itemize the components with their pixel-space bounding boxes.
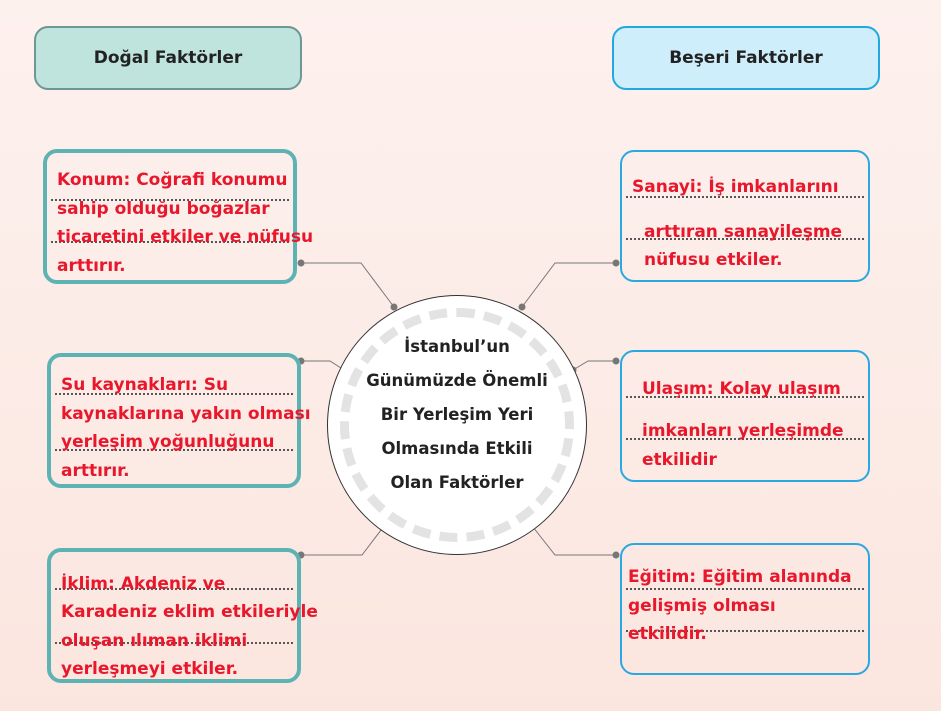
center-line: Günümüzde Önemli (366, 371, 548, 390)
answer-line: etkilidir (642, 450, 717, 470)
answer-line: Eğitim: Eğitim alanında (628, 567, 852, 587)
answer-line: yerleşim yoğunluğunu (61, 432, 275, 452)
center-line: Olan Faktörler (390, 473, 524, 492)
dashed-ring (340, 308, 574, 542)
answer-line: Karadeniz eklim etkileriyle (61, 602, 318, 622)
human-factor-box-education: Eğitim: Eğitim alanında gelişmiş olması … (620, 543, 870, 675)
human-factor-box-industry: Sanayi: İş imkanlarını arttıran sanayile… (620, 150, 870, 282)
answer-line: gelişmiş olması (628, 596, 776, 616)
answer-line: Sanayi: İş imkanlarını (632, 177, 839, 197)
center-line: Olmasında Etkili (381, 439, 533, 458)
answer-line: arttırır. (61, 461, 130, 481)
human-factor-box-transport: Ulaşım: Kolay ulaşım imkanları yerleşimd… (620, 350, 870, 482)
answer-line: ticaretini etkiler ve nüfusu (57, 227, 314, 247)
answer-line: arttıran sanayileşme (644, 222, 843, 242)
answer-line: imkanları yerleşimde (642, 421, 844, 441)
answer-line: kaynaklarına yakın olması (61, 404, 311, 424)
header-natural-factors: Doğal Faktörler (34, 26, 302, 90)
central-topic-circle: İstanbul’un Günümüzde Önemli Bir Yerleşi… (327, 295, 587, 555)
answer-line: oluşan ılıman iklimi (61, 631, 248, 651)
answer-line: etkilidir. (628, 624, 707, 644)
answer-line: nüfusu etkiler. (644, 250, 783, 270)
center-line: İstanbul’un (404, 337, 510, 356)
answer-line: Su kaynakları: Su (61, 375, 229, 395)
central-topic-text: İstanbul’un Günümüzde Önemli Bir Yerleşi… (328, 330, 586, 500)
header-label: Beşeri Faktörler (669, 48, 823, 68)
answer-line: Konum: Coğrafi konumu (57, 170, 288, 190)
answer-line: yerleşmeyi etkiler. (61, 659, 239, 679)
header-label: Doğal Faktörler (93, 48, 243, 68)
answer-line: Ulaşım: Kolay ulaşım (642, 379, 841, 399)
natural-factor-box-climate: İklim: Akdeniz ve Karadeniz eklim etkile… (47, 548, 318, 683)
answer-line: sahip olduğu boğazlar (57, 199, 270, 219)
answer-line: İklim: Akdeniz ve (61, 574, 226, 594)
natural-factor-box-location: Konum: Coğrafi konumu sahip olduğu boğaz… (43, 149, 313, 284)
answer-line: arttırır. (57, 256, 126, 276)
header-human-factors: Beşeri Faktörler (612, 26, 880, 90)
center-line: Bir Yerleşim Yeri (380, 405, 534, 424)
natural-factor-box-water: Su kaynakları: Su kaynaklarına yakın olm… (47, 353, 311, 488)
